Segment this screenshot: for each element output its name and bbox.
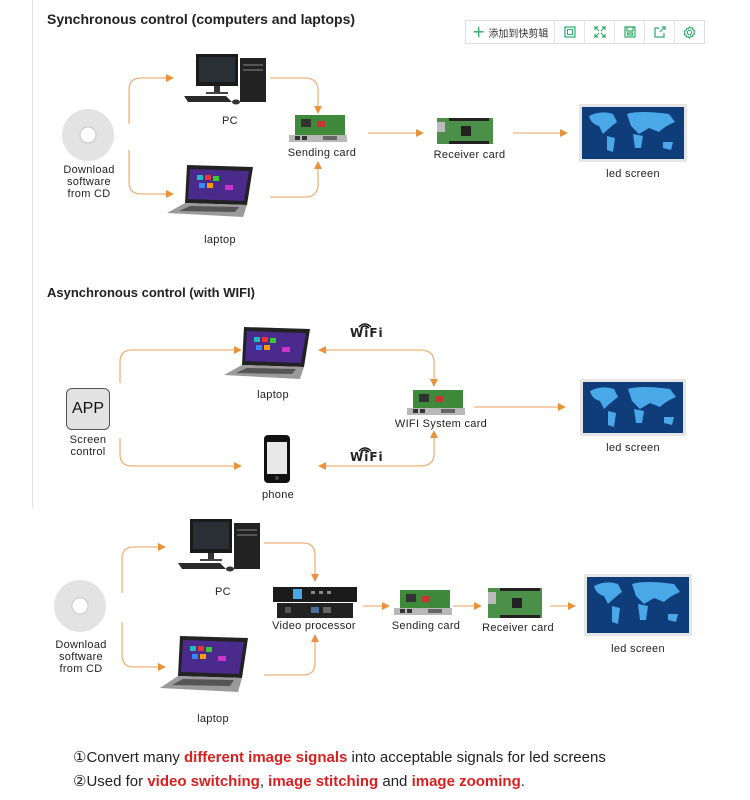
cd-disc-icon (54, 580, 106, 632)
sending-card-label: Sending card (287, 147, 357, 159)
arrow-laptop3-to-vp (264, 634, 319, 676)
plus-icon: + (472, 22, 486, 41)
laptop-icon (224, 327, 310, 379)
laptop-icon (167, 165, 253, 217)
laptop-icon (160, 636, 248, 692)
arrow-cd-to-laptop (128, 150, 174, 198)
cd-label-line: Download (63, 164, 115, 176)
receiver-card-icon (488, 588, 542, 618)
arrow-cd3-to-pc (121, 543, 166, 593)
arrow-cd-to-pc (128, 74, 174, 124)
clip-toolbar: + 添加到快剪辑 (465, 20, 706, 44)
cd-label-line: software (67, 176, 111, 188)
phone-label: phone (261, 489, 295, 501)
led-screen-label: led screen (606, 168, 660, 180)
settings-icon (683, 25, 696, 39)
frame-icon (564, 26, 576, 38)
laptop-label: laptop (257, 389, 289, 401)
fullscreen-button[interactable] (585, 21, 616, 43)
note-text: . (520, 773, 525, 790)
wifi-top: WiFi (350, 323, 384, 340)
arrow-app-to-laptop (119, 346, 242, 383)
add-to-clip-button[interactable]: + 添加到快剪辑 (466, 21, 556, 43)
note-highlight: image stitching (268, 773, 379, 790)
pc-label: PC (222, 115, 238, 127)
frame-button[interactable] (555, 21, 586, 43)
led-screen-label: led screen (606, 442, 660, 454)
led-screen-world-map (580, 379, 686, 436)
note-text: ①Convert many (73, 749, 184, 766)
desktop-pc-icon (178, 519, 260, 572)
wifi-bottom: WiFi (350, 447, 384, 464)
desktop-pc-icon (184, 54, 266, 105)
arrow-app-to-phone (119, 438, 242, 470)
wifi-signal-icon (358, 447, 372, 453)
video-processor-icon (273, 587, 357, 618)
wifi-label: WiFi (350, 450, 384, 464)
arrow-wifi-to-card-top (419, 349, 438, 387)
share-icon (654, 26, 666, 38)
note-text: and (378, 773, 412, 790)
save-icon (624, 26, 636, 38)
led-screen-label: led screen (611, 643, 665, 655)
fullscreen-icon (594, 26, 606, 38)
app-label-line: control (70, 446, 106, 458)
cd-label: Download software from CD (48, 639, 114, 675)
led-screen-world-map (579, 104, 687, 162)
cd-label-line: from CD (67, 188, 111, 200)
note-text: ②Used for (73, 773, 148, 790)
note-text: , (259, 773, 269, 790)
cd-label-line: software (59, 651, 103, 663)
wifi-label: WiFi (350, 326, 384, 340)
arrow-pc-to-sending (270, 77, 322, 114)
laptop-label: laptop (204, 234, 236, 246)
cd-label: Download software from CD (56, 164, 122, 200)
receiver-card-label: Receiver card (433, 149, 506, 161)
sending-card-icon (394, 590, 452, 615)
app-icon: APP (66, 388, 110, 430)
sending-card-icon (289, 115, 347, 142)
note-1: ①Convert many different image signals in… (73, 748, 606, 766)
pc-label: PC (215, 586, 231, 598)
page-left-border (32, 0, 33, 508)
section-title-synchronous: Synchronous control (computers and lapto… (47, 11, 356, 27)
wifi-system-card-icon (407, 390, 465, 415)
arrow-pc3-to-vp (264, 542, 319, 582)
video-processor-label: Video processor (272, 620, 356, 632)
arrow-cd3-to-laptop (121, 622, 166, 671)
settings-button[interactable] (675, 21, 704, 43)
cd-disc-icon (62, 109, 114, 161)
sending-card-label: Sending card (391, 620, 461, 632)
receiver-card-icon (437, 118, 493, 144)
arrow-wifi-to-card-bottom (419, 430, 438, 467)
receiver-card-label: Receiver card (482, 622, 554, 634)
section-title-asynchronous: Asynchronous control (with WIFI) (47, 285, 255, 300)
cd-label-line: Download (55, 639, 107, 651)
add-to-clip-label: 添加到快剪辑 (488, 28, 549, 40)
wifi-card-label: WIFI System card (394, 418, 488, 430)
note-2: ②Used for video switching, image stitchi… (73, 772, 525, 790)
arrow-laptop-to-sending (270, 161, 322, 198)
app-label-line: Screen (69, 434, 107, 446)
wifi-signal-icon (358, 323, 372, 329)
led-screen-world-map (584, 574, 692, 636)
laptop-label: laptop (197, 713, 229, 725)
note-text: into acceptable signals for led screens (347, 749, 606, 766)
app-label: Screen control (62, 434, 114, 458)
note-highlight: image zooming (411, 773, 521, 790)
note-highlight: video switching (147, 773, 260, 790)
phone-icon (264, 435, 290, 483)
share-button[interactable] (645, 21, 676, 43)
cd-label-line: from CD (59, 663, 103, 675)
save-button[interactable] (615, 21, 646, 43)
note-highlight: different image signals (183, 749, 348, 766)
